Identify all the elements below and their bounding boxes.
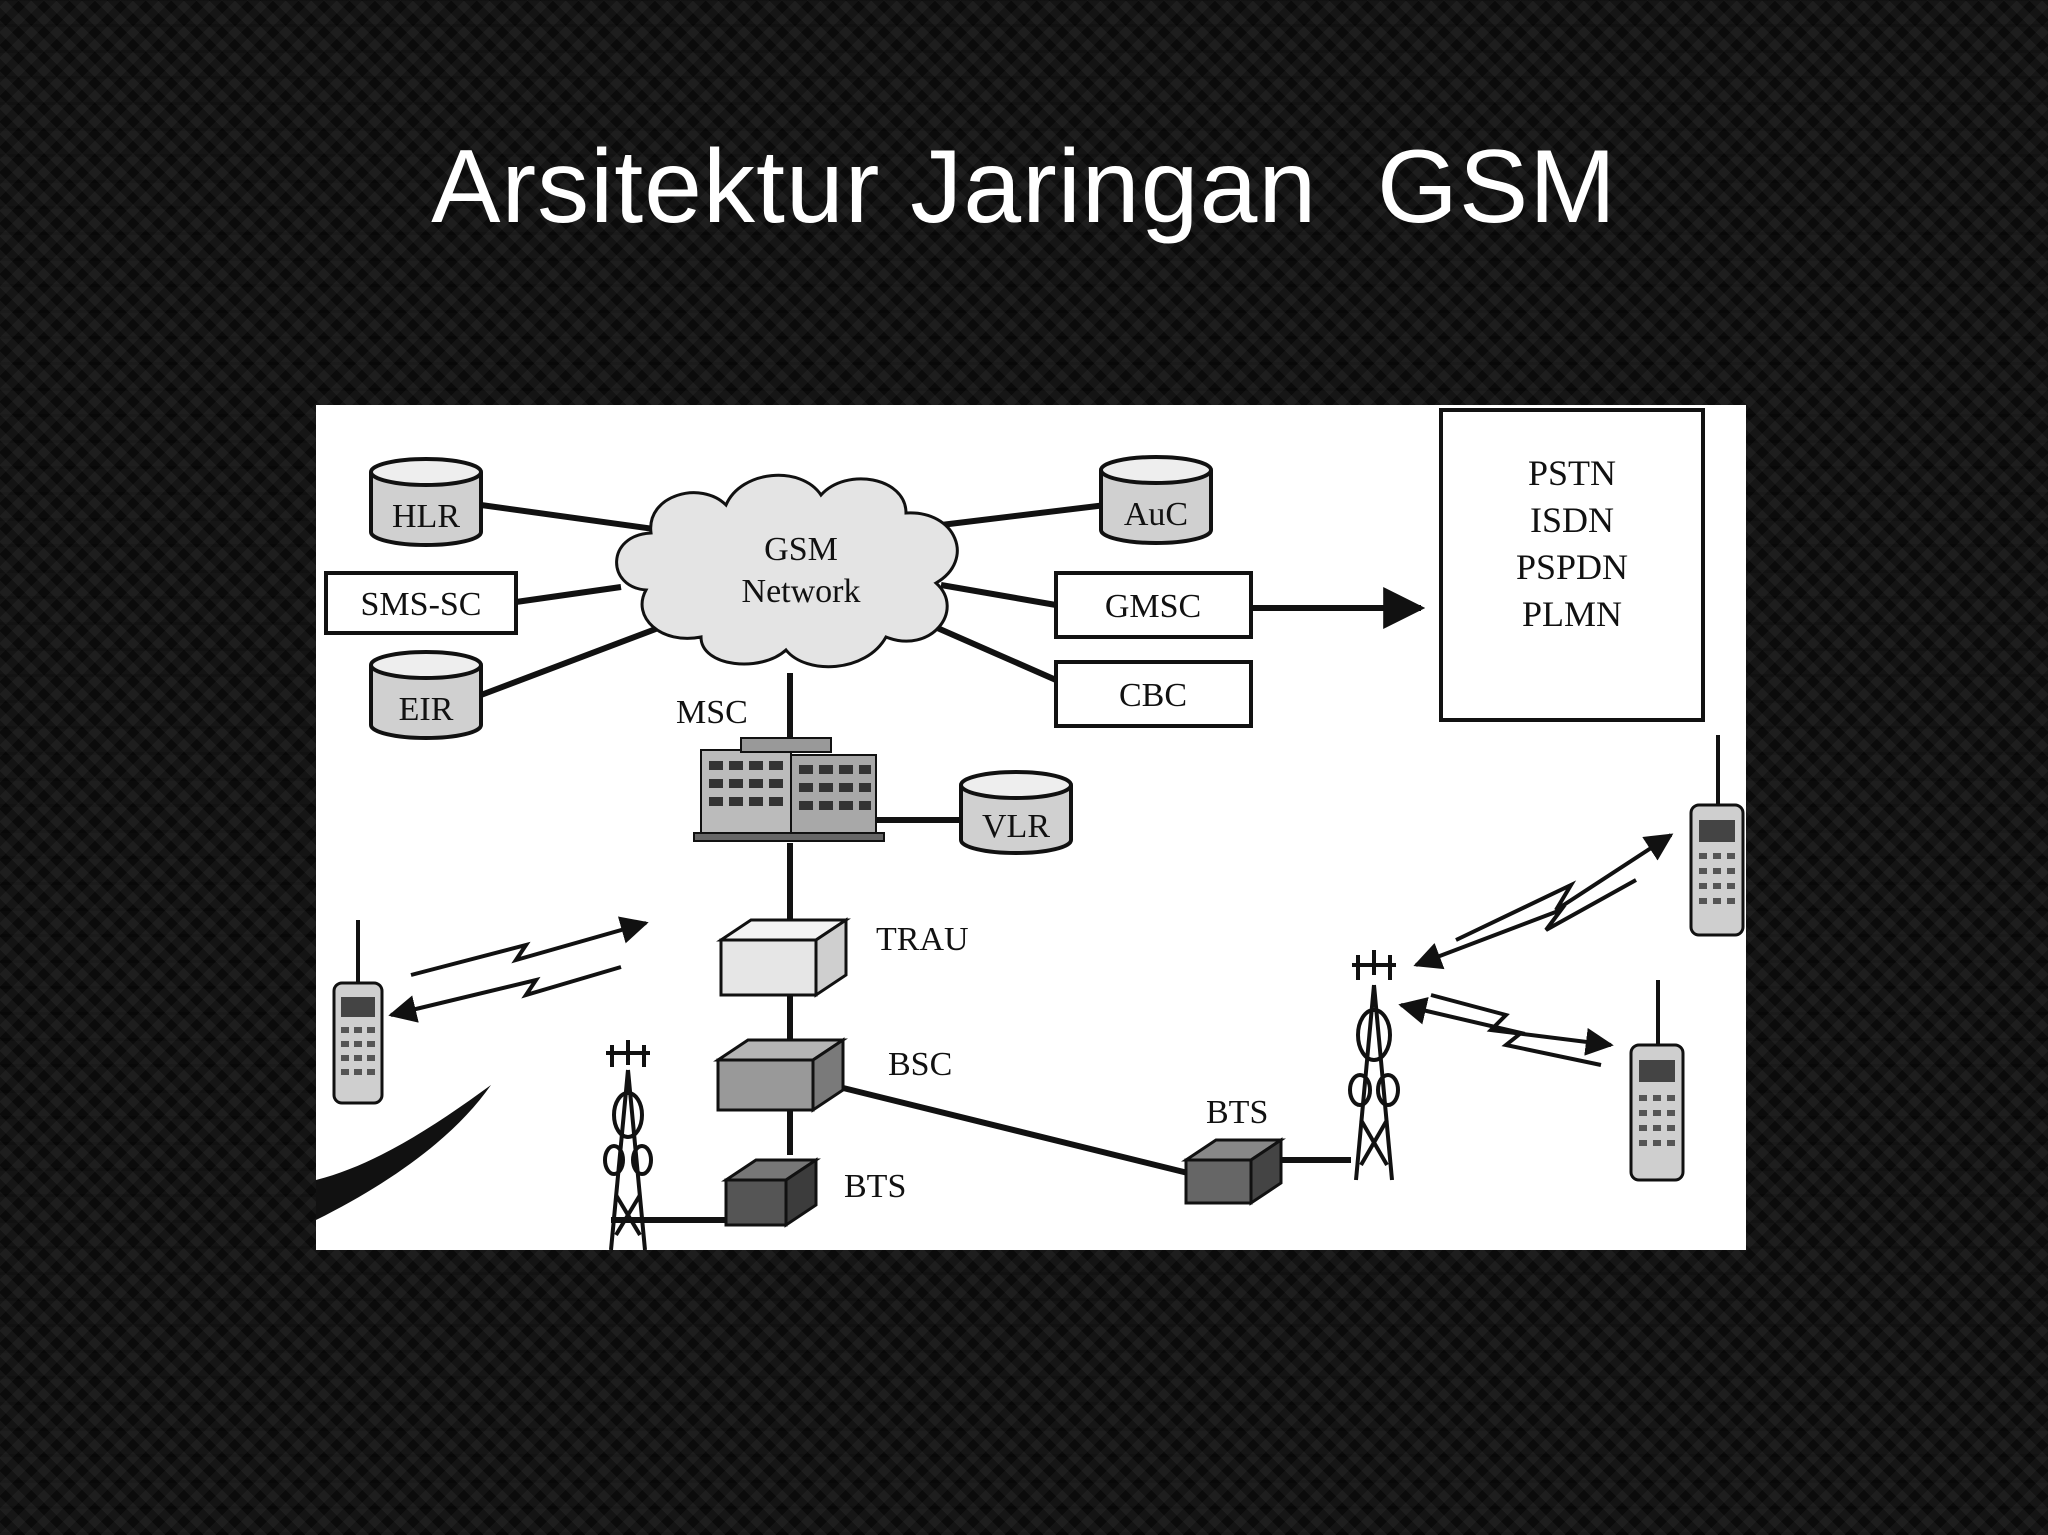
bsc-label: BSC bbox=[888, 1046, 952, 1083]
gmsc-node: GMSC bbox=[1054, 571, 1253, 639]
hlr-label: HLR bbox=[392, 498, 460, 535]
eir-database-icon: EIR bbox=[369, 650, 483, 740]
trau-unit-icon bbox=[716, 917, 851, 998]
external-network-plmn: PLMN bbox=[1522, 594, 1622, 634]
eir-label: EIR bbox=[399, 691, 454, 728]
hlr-database-icon: HLR bbox=[369, 457, 483, 547]
gsm-network-cloud: GSM Network bbox=[615, 473, 959, 669]
bsc-unit-icon bbox=[713, 1037, 848, 1113]
sms-sc-label: SMS-SC bbox=[361, 586, 482, 623]
right-bottom-mobile-phone-icon bbox=[1629, 980, 1685, 1182]
vlr-label: VLR bbox=[982, 808, 1050, 845]
cbc-label: CBC bbox=[1119, 677, 1187, 714]
slide-title: Arsitektur Jaringan GSM bbox=[431, 129, 1617, 245]
gmsc-label: GMSC bbox=[1105, 588, 1201, 625]
vlr-database-icon: VLR bbox=[959, 770, 1073, 855]
bts-right-unit-icon bbox=[1181, 1137, 1286, 1206]
left-mobile-phone-icon bbox=[332, 920, 384, 1105]
radio-link-arrows bbox=[388, 833, 1674, 1067]
trau-label: TRAU bbox=[876, 921, 969, 958]
msc-label: MSC bbox=[676, 694, 748, 731]
right-top-mobile-phone-icon bbox=[1689, 735, 1745, 937]
bts-right-label: BTS bbox=[1206, 1094, 1268, 1131]
auc-database-icon: AuC bbox=[1099, 455, 1213, 545]
cloud-label-line1: GSM bbox=[764, 531, 838, 568]
cloud-label-line2: Network bbox=[742, 573, 861, 610]
cbc-node: CBC bbox=[1054, 660, 1253, 728]
bts-left-unit-icon bbox=[721, 1157, 821, 1228]
external-network-isdn: ISDN bbox=[1530, 500, 1614, 540]
right-antenna-tower-icon bbox=[1348, 950, 1400, 1181]
msc-building-icon bbox=[693, 737, 885, 842]
auc-label: AuC bbox=[1124, 496, 1188, 533]
external-networks-box: PSTN ISDN PSPDN PLMN bbox=[1439, 408, 1705, 722]
external-network-pstn: PSTN bbox=[1528, 453, 1616, 493]
sms-sc-node: SMS-SC bbox=[324, 571, 518, 635]
external-network-pspdn: PSPDN bbox=[1516, 547, 1628, 587]
gsm-architecture-diagram: GSM Network HLR SMS-SC EIR AuC GMSC CBC … bbox=[316, 405, 1746, 1250]
bts-left-label: BTS bbox=[844, 1168, 906, 1205]
decorative-black-stroke bbox=[316, 1085, 491, 1220]
left-antenna-tower-icon bbox=[603, 1040, 653, 1250]
